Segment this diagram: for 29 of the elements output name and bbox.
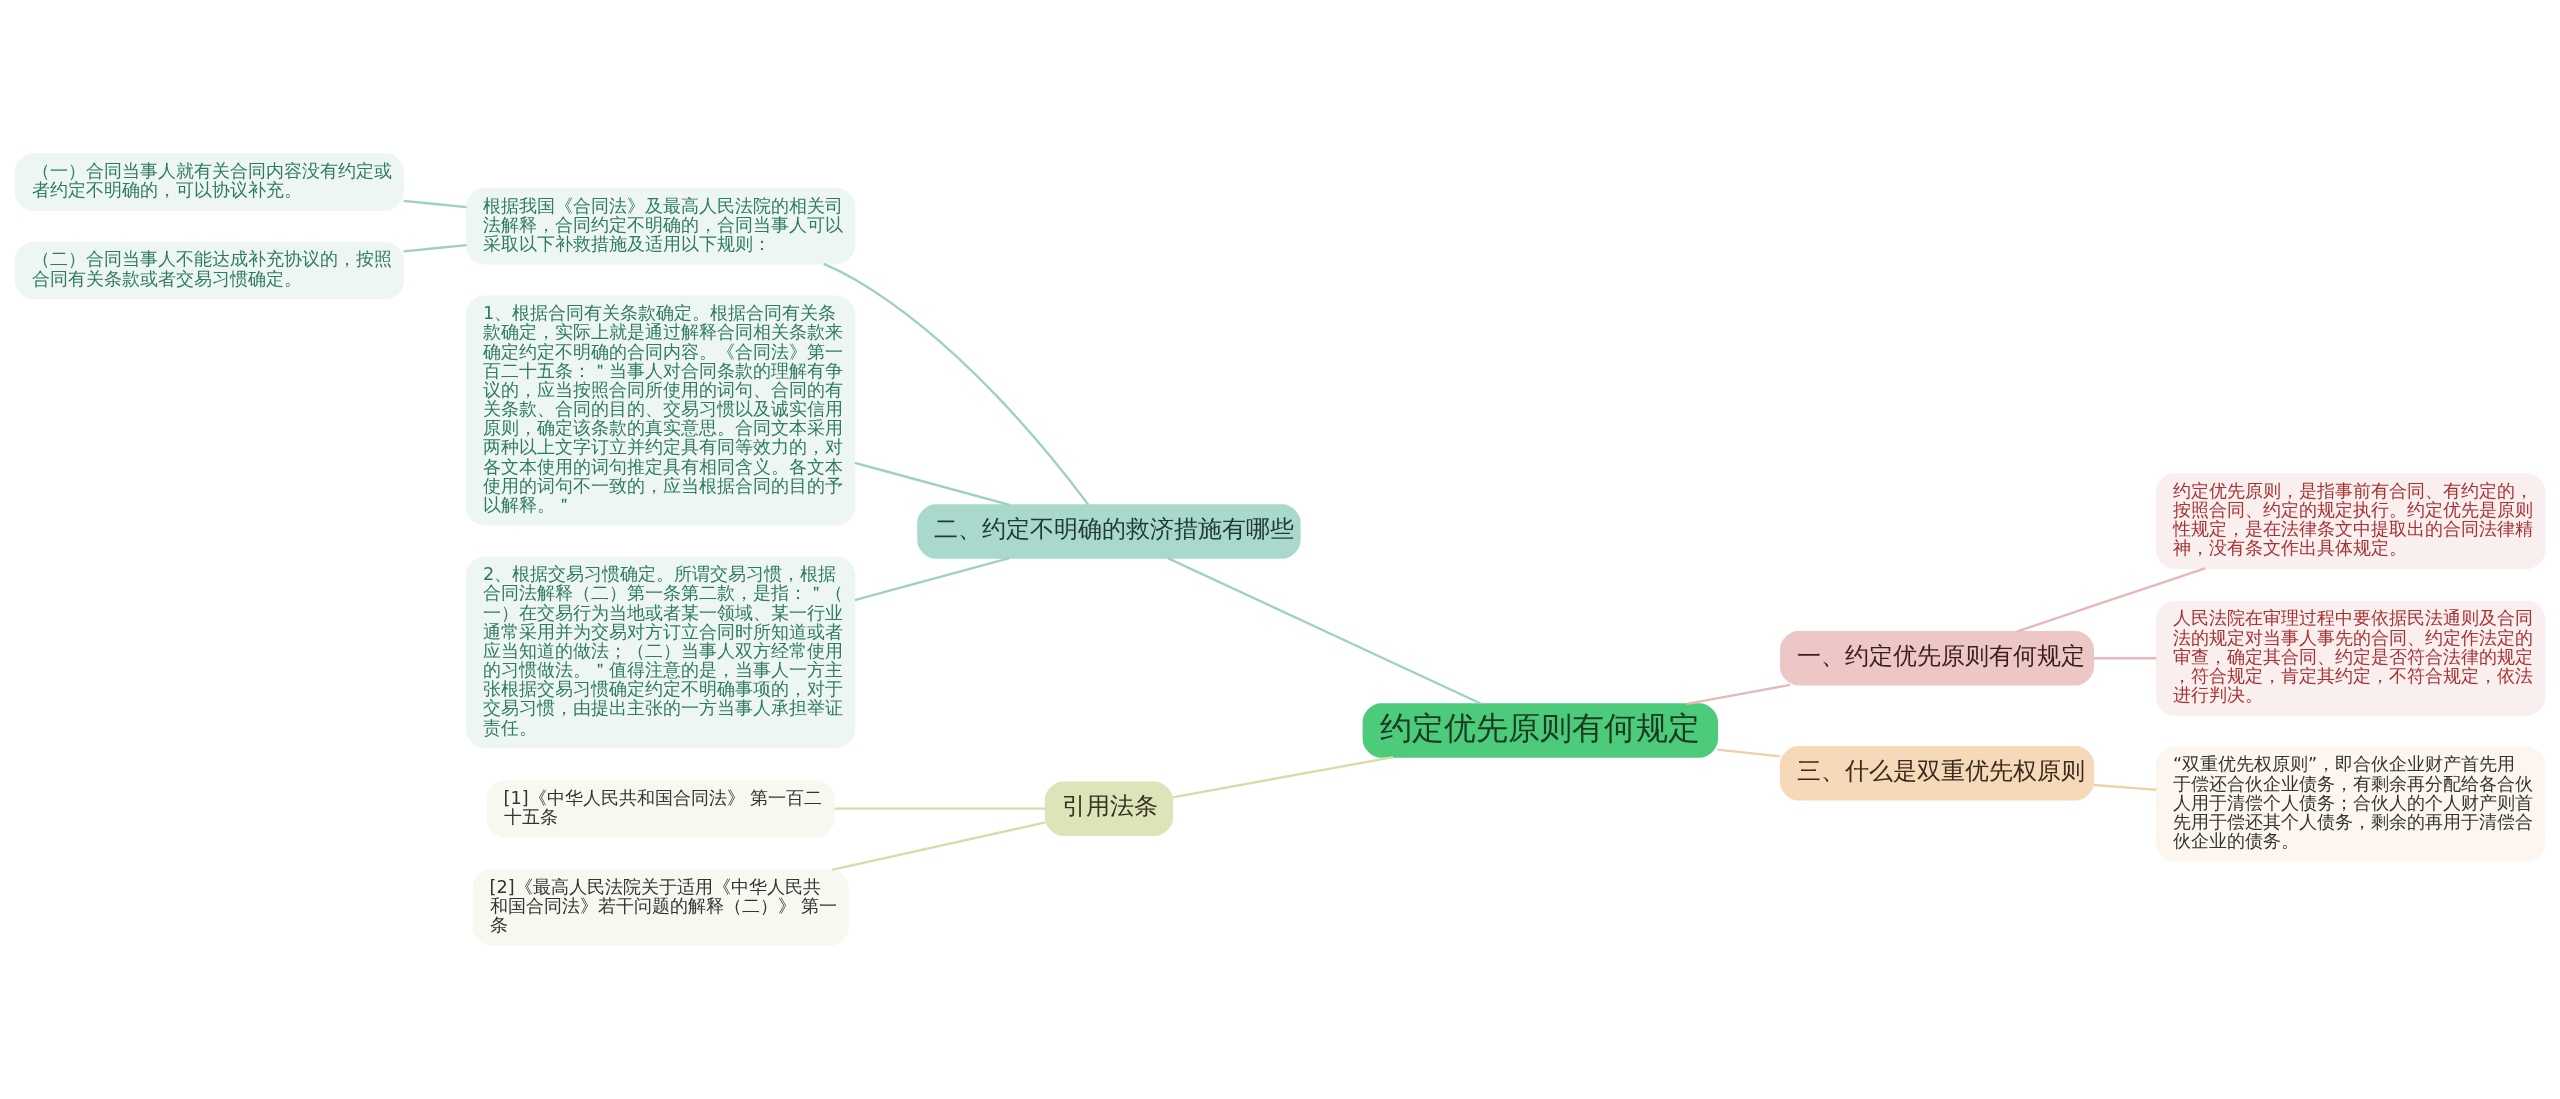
connector — [1167, 557, 1482, 705]
node-box: （二）合同当事人不能达成补充协议的，按照合同有关条款或者交易习惯确定。 — [14, 241, 404, 300]
node-box: 三、什么是双重优先权原则 — [1779, 746, 2095, 801]
connector — [1686, 683, 1791, 706]
node-box: （一）合同当事人就有关合同内容没有约定或者约定不明确的，可以协议补充。 — [14, 153, 404, 211]
node-box: 约定优先原则有何规定 — [1362, 703, 1718, 758]
connector — [403, 199, 467, 209]
connector — [403, 244, 467, 253]
node-box: [1]《中华人民共和国合同法》 第一百二十五条 — [486, 779, 835, 838]
node-box: 根据我国《合同法》及最高人民法院的相关司法解释，合同约定不明确的，合同当事人可以采取以下补救措施及适用以下规则： — [465, 187, 856, 265]
connector — [831, 821, 1046, 871]
node-box: 引用法条 — [1044, 781, 1174, 836]
node-box: 2、根据交易习惯确定。所谓交易习惯，根据合同法解释（二）第一条第二款，是指：＂（一）在交易行为当地或者某一领域、某一行业通常采用并为交易对方订立合同时所知道或者应当知道的做法；（二）当事人双方经常使用的习惯做法。＂值得注意的是，当事人一方主张根据交易习惯确定约定不明确事项的，对于交易习惯，由提出主张的一方当事人承担举证责任。 — [465, 556, 856, 749]
node-box: 1、根据合同有关条款确定。根据合同有关条款确定，实际上就是通过解释合同相关条款来确定约定不明确的合同内容。《合同法》第一百二十五条：＂当事人对合同条款的理解有争议的，应当按照合同所使用的词句、合同的有关条款、合同的目的、交易习惯以及诚实信用原则，确定该条款的真实意思。合同文本采用两种以上文字订立并约定具有同等效力的，对各文本使用的词句推定具有相同含义。各文本使用的词句不一致的，应当根据合同的目的予以解释。＂ — [465, 295, 856, 526]
node-box: 人民法院在审理过程中要依据民法通则及合同法的规定对当事人事先的合同、约定作法定的审查，确定其合同、约定是否符合法律的规定，符合规定，肯定其约定，不符合规定，依法进行判决。 — [2156, 600, 2546, 716]
connector — [1717, 748, 1781, 758]
connector — [854, 461, 1010, 506]
node-box: 约定优先原则，是指事前有合同、有约定的，按照合同、约定的规定执行。约定优先是原则性规定，是在法律条文中提取出的合同法律精神，没有条文作出具体规定。 — [2156, 473, 2546, 570]
connector — [1172, 755, 1394, 799]
connector — [854, 556, 1010, 602]
connector — [834, 807, 1046, 810]
node-box: “双重优先权原则”，即合伙企业财产首先用于偿还合伙企业债务，有剩余再分配给各合伙人用于清偿个人债务；合伙人的个人财产则首先用于偿还其个人债务，剩余的再用于清偿合伙企业的债务。 — [2156, 746, 2546, 862]
connector — [2093, 783, 2157, 791]
connector — [2016, 567, 2206, 633]
node-box: 一、约定优先原则有何规定 — [1779, 631, 2095, 686]
node-box: [2]《最高人民法院关于适用《中华人民共和国合同法》若干问题的解释（二）》 第一条 — [472, 869, 849, 946]
connector — [2093, 657, 2157, 660]
connector — [823, 262, 1090, 506]
node-box: 二、约定不明确的救济措施有哪些 — [917, 504, 1301, 559]
